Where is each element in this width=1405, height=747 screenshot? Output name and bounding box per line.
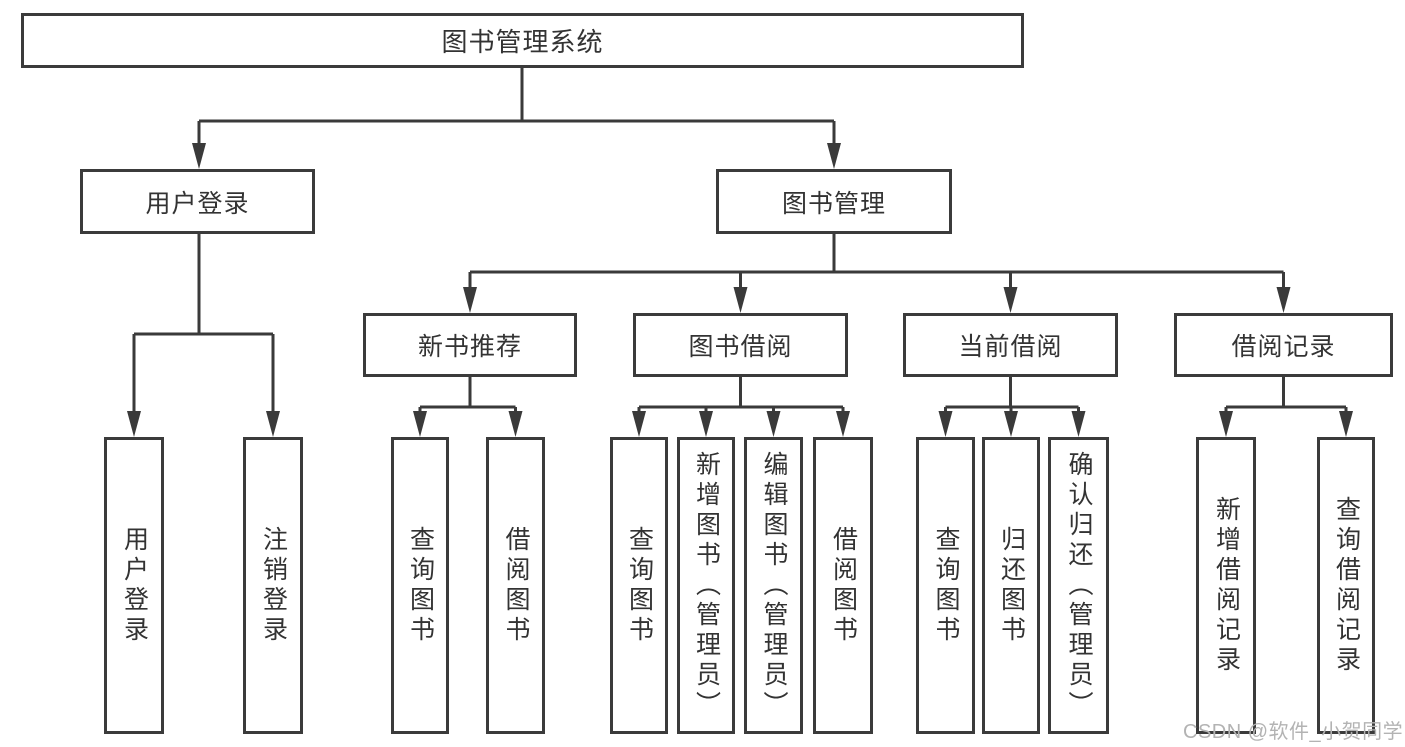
leaf-query-borrow-record: 查询借阅记录	[1317, 437, 1375, 734]
leaf-label: 新增图书（管理员）	[692, 450, 721, 721]
leaf-query-books-recommend: 查询图书	[391, 437, 449, 734]
node-user-login: 用户登录	[80, 169, 315, 234]
node-label: 图书管理系统	[441, 27, 604, 57]
node-book-management: 图书管理	[716, 169, 952, 234]
node-label: 用户登录	[145, 189, 250, 218]
leaf-label: 借阅图书	[502, 525, 530, 646]
leaf-return-books: 归还图书	[982, 437, 1040, 734]
leaf-add-borrow-record: 新增借阅记录	[1196, 437, 1256, 734]
leaf-logout: 注销登录	[243, 437, 303, 734]
leaf-label: 确认归还（管理员）	[1065, 450, 1093, 721]
leaf-label: 归还图书	[997, 525, 1026, 646]
leaf-query-books-borrowing: 查询图书	[610, 437, 668, 734]
node-label: 借阅记录	[1231, 333, 1336, 361]
leaf-label: 新增借阅记录	[1212, 495, 1241, 676]
leaf-confirm-return-admin: 确认归还（管理员）	[1048, 437, 1109, 734]
node-library-management-system: 图书管理系统	[21, 13, 1024, 68]
leaf-label: 借阅图书	[829, 525, 858, 646]
node-book-borrowing: 图书借阅	[633, 313, 848, 377]
watermark-csdn: CSDN @软件_小贺同学	[1183, 721, 1404, 743]
node-label: 图书管理	[781, 189, 886, 218]
leaf-user-login: 用户登录	[104, 437, 164, 734]
leaf-label: 编辑图书（管理员）	[760, 450, 788, 721]
leaf-label: 查询图书	[406, 525, 435, 646]
node-borrowing-records: 借阅记录	[1174, 313, 1393, 377]
leaf-label: 查询图书	[625, 525, 654, 646]
node-label: 图书借阅	[688, 333, 793, 361]
node-new-book-recommendation: 新书推荐	[363, 313, 577, 377]
leaf-label: 用户登录	[120, 525, 149, 646]
leaf-borrow-books: 借阅图书	[813, 437, 873, 734]
leaf-borrow-books-recommend: 借阅图书	[486, 437, 545, 734]
leaf-add-books-admin: 新增图书（管理员）	[677, 437, 735, 734]
leaf-edit-books-admin: 编辑图书（管理员）	[744, 437, 803, 734]
leaf-query-books-current: 查询图书	[916, 437, 975, 734]
leaf-label: 查询图书	[932, 525, 960, 646]
leaf-label: 注销登录	[259, 525, 288, 646]
node-current-borrowing: 当前借阅	[903, 313, 1118, 377]
node-label: 当前借阅	[958, 333, 1063, 361]
leaf-label: 查询借阅记录	[1332, 495, 1361, 676]
node-label: 新书推荐	[417, 333, 522, 361]
